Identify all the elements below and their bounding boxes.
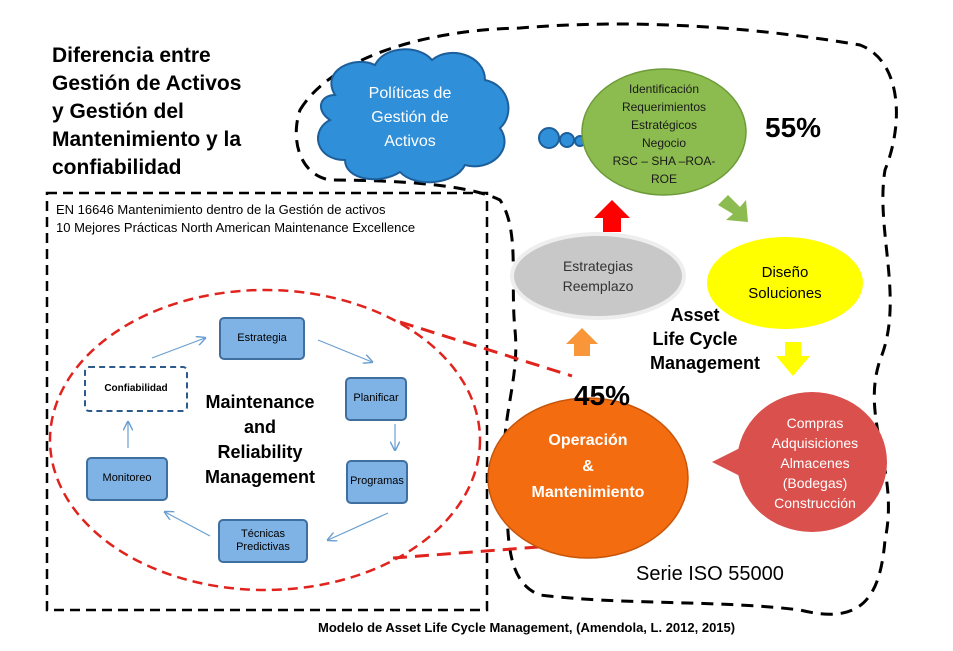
replacement-label: Estrategias Reemplazo [528,256,668,296]
mrm-line: Reliability [217,442,303,462]
mrm-line: Maintenance [205,392,315,412]
percent-55: 55% [765,112,822,143]
cycle-box-confiabilidad: Confiabilidad [84,366,188,412]
arrow-diagonal-green-icon [718,195,748,222]
cloud-label: Políticas de Gestión de Activos [350,82,470,154]
operation-line: Operación [548,432,628,449]
design-line: Diseño [761,264,809,281]
cycle-box-programas: Programas [346,460,408,504]
title-line: Gestión de Activos [52,72,242,95]
cloud-line: Gestión de [371,109,449,126]
alcm-line: Management [649,353,761,373]
strategy-line: RSC – SHA –ROA- [612,154,716,168]
standard-line: EN 16646 Mantenimiento dentro de la Gest… [56,202,386,217]
cycle-box-planificar: Planificar [345,377,407,421]
cycle-box-estrategia: Estrategia [219,317,305,360]
arrow-up-orange-icon [566,328,598,356]
design-ellipse [707,237,863,329]
operation-line: Mantenimiento [531,484,645,501]
replacement-line: Estrategias [562,258,634,274]
procurement-line: Compras [786,415,844,431]
procurement-label: Compras Adquisiciones Almacenes (Bodegas… [752,413,878,513]
connector-line [399,320,573,378]
arrow-left-red-icon [712,448,740,476]
design-label: Diseño Soluciones [720,262,850,304]
figure-caption: Modelo de Asset Life Cycle Management, (… [318,620,736,635]
cloud-line: Políticas de [368,85,452,102]
operation-ellipse [487,397,689,559]
arrow-down-yellow-icon [776,342,810,376]
page-title: Diferencia entre Gestión de Activos y Ge… [52,42,241,182]
operation-label: Operación & Mantenimiento [513,428,663,506]
procurement-line: (Bodegas) [782,475,848,491]
procurement-line: Almacenes [780,455,850,471]
strategy-line: Identificación [628,82,700,96]
strategy-line: ROE [650,172,677,186]
iso-label: Serie ISO 55000 [636,563,784,585]
title-line: confiabilidad [52,156,182,179]
title-line: Diferencia entre [52,44,211,67]
replacement-ellipse [510,232,686,320]
procurement-line: Construcción [774,495,856,511]
procurement-ellipse [737,392,887,532]
strategy-ellipse [581,68,747,196]
replacement-line: Reemplazo [562,278,634,294]
strategy-label: Identificación Requerimientos Estratégic… [594,80,734,188]
title-line: Mantenimiento y la [52,128,242,151]
asset-management-boundary [294,22,898,616]
cycle-arrows [128,338,395,540]
maintenance-boundary [45,191,489,612]
cloud-shape [317,48,586,184]
percent-45: 45% [574,380,631,411]
cloud-line: Activos [384,133,436,150]
cycle-box-monitoreo: Monitoreo [86,457,168,501]
mrm-line: and [243,417,276,437]
alcm-line: Asset [670,305,720,325]
standards-text: EN 16646 Mantenimiento dentro de la Gest… [56,201,415,237]
design-line: Soluciones [748,285,822,302]
mrm-boundary [48,288,482,592]
operation-line: & [582,458,594,475]
alcm-line: Life Cycle [652,329,738,349]
alcm-label: Asset Life Cycle Management [620,303,770,375]
mrm-line: Management [204,467,316,487]
mrm-label: Maintenance and Reliability Management [185,390,335,490]
strategy-line: Negocio [641,136,687,150]
standard-line: 10 Mejores Prácticas North American Main… [56,220,416,235]
title-line: y Gestión del [52,100,184,123]
cycle-box-tecnicas: Técnicas Predictivas [218,519,308,563]
procurement-line: Adquisiciones [771,435,859,451]
strategy-line: Estratégicos [630,118,698,132]
strategy-line: Requerimientos [621,100,707,114]
arrow-up-red-icon [594,200,630,232]
